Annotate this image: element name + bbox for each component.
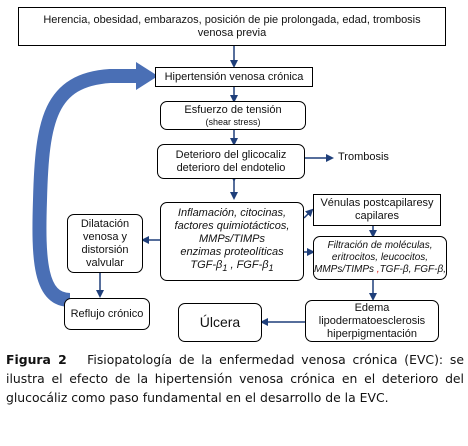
edema-box: Edema lipodermatoesclerosis hiperpigment… [305,300,439,342]
inflammation-line3: MMPs/TIMPs [199,233,265,246]
inflammation-line4: enzimas proteolíticas [180,246,284,259]
filtration-factors: TGF-β, FGF-β, [379,264,446,275]
inflammation-box: Inflamación, citocinas, factores quimiot… [160,202,304,281]
thrombosis-label: Trombosis [338,151,389,163]
dilatation-line3: distorsión [81,243,129,256]
edema-line3: hiperpigmentación [327,327,417,340]
glycocalyx-box: Deterioro del glicocaliz deterioro del e… [157,144,305,179]
glycocalyx-line2: deterioro del endotelio [176,161,286,174]
edema-line2: lipodermatoesclerosis [318,314,426,327]
dilatation-line4: valvular [86,256,124,269]
venules-box: Vénulas postcapilaresy capilares [313,194,441,226]
risk-factors-line2: venosa previa [197,26,267,39]
tgf-subscript: 1 [222,263,228,274]
filtration-line1: Filtración de moléculas, [327,240,433,251]
inflammation-line1: Inflamación, citocinas, [177,207,287,220]
fgf-subscript: 1 [268,263,274,274]
tgf-label: TGF-β [190,259,223,272]
filtration-mmps: MMPs/TIMPs [314,264,374,275]
filtration-red-mark: , [374,264,380,275]
dilatation-line1: Dilatación [80,217,130,230]
edema-line1: Edema [354,301,390,314]
inflammation-line2: factores quimiotácticos, [174,220,290,233]
ulcer-box: Úlcera [178,303,262,342]
glycocalyx-line1: Deterioro del glicocaliz [175,148,287,161]
filtration-box: Filtración de moléculas, eritrocitos, le… [313,236,447,280]
inflammation-line5: TGF-β1 , FGF-β1 [190,259,273,275]
diagram-connectors [32,46,377,326]
reflux-label: Reflujo crónico [70,307,144,320]
venules-line2: capilares [354,210,400,222]
ulcer-label: Úlcera [199,314,241,330]
arrow-inflammation-to-venules [303,208,314,219]
caption-text: Fisiopatología de la enfermedad venosa c… [6,352,464,405]
fgf-label: , FGF-β [227,259,269,272]
venules-line1: Vénulas postcapilaresy [320,197,434,209]
figure-caption: Figura 2 Fisiopatología de la enfermedad… [6,350,464,407]
filtration-line3: MMPs/TIMPs ,TGF-β, FGF-β, [314,264,446,276]
hypertension-label: Hipertensión venosa crónica [164,70,304,83]
shear-stress-subtitle: (shear stress) [205,116,261,127]
risk-factors-box: Herencia, obesidad, embarazos, posición … [18,7,446,46]
caption-label: Figura 2 [6,352,67,367]
filtration-line2: eritrocitos, leucocitos, [331,252,429,263]
risk-factors-line1: Herencia, obesidad, embarazos, posición … [43,13,421,26]
dilatation-box: Dilatación venosa y distorsión valvular [67,214,143,273]
hypertension-box: Hipertensión venosa crónica [155,67,313,87]
shear-stress-title: Esfuerzo de tensión [184,103,282,116]
shear-stress-box: Esfuerzo de tensión (shear stress) [160,101,306,130]
feedback-loop-arrow [32,69,140,307]
dilatation-line2: venosa y [82,230,128,243]
feedback-loop-arrowhead [136,62,158,90]
reflux-box: Reflujo crónico [64,298,150,330]
